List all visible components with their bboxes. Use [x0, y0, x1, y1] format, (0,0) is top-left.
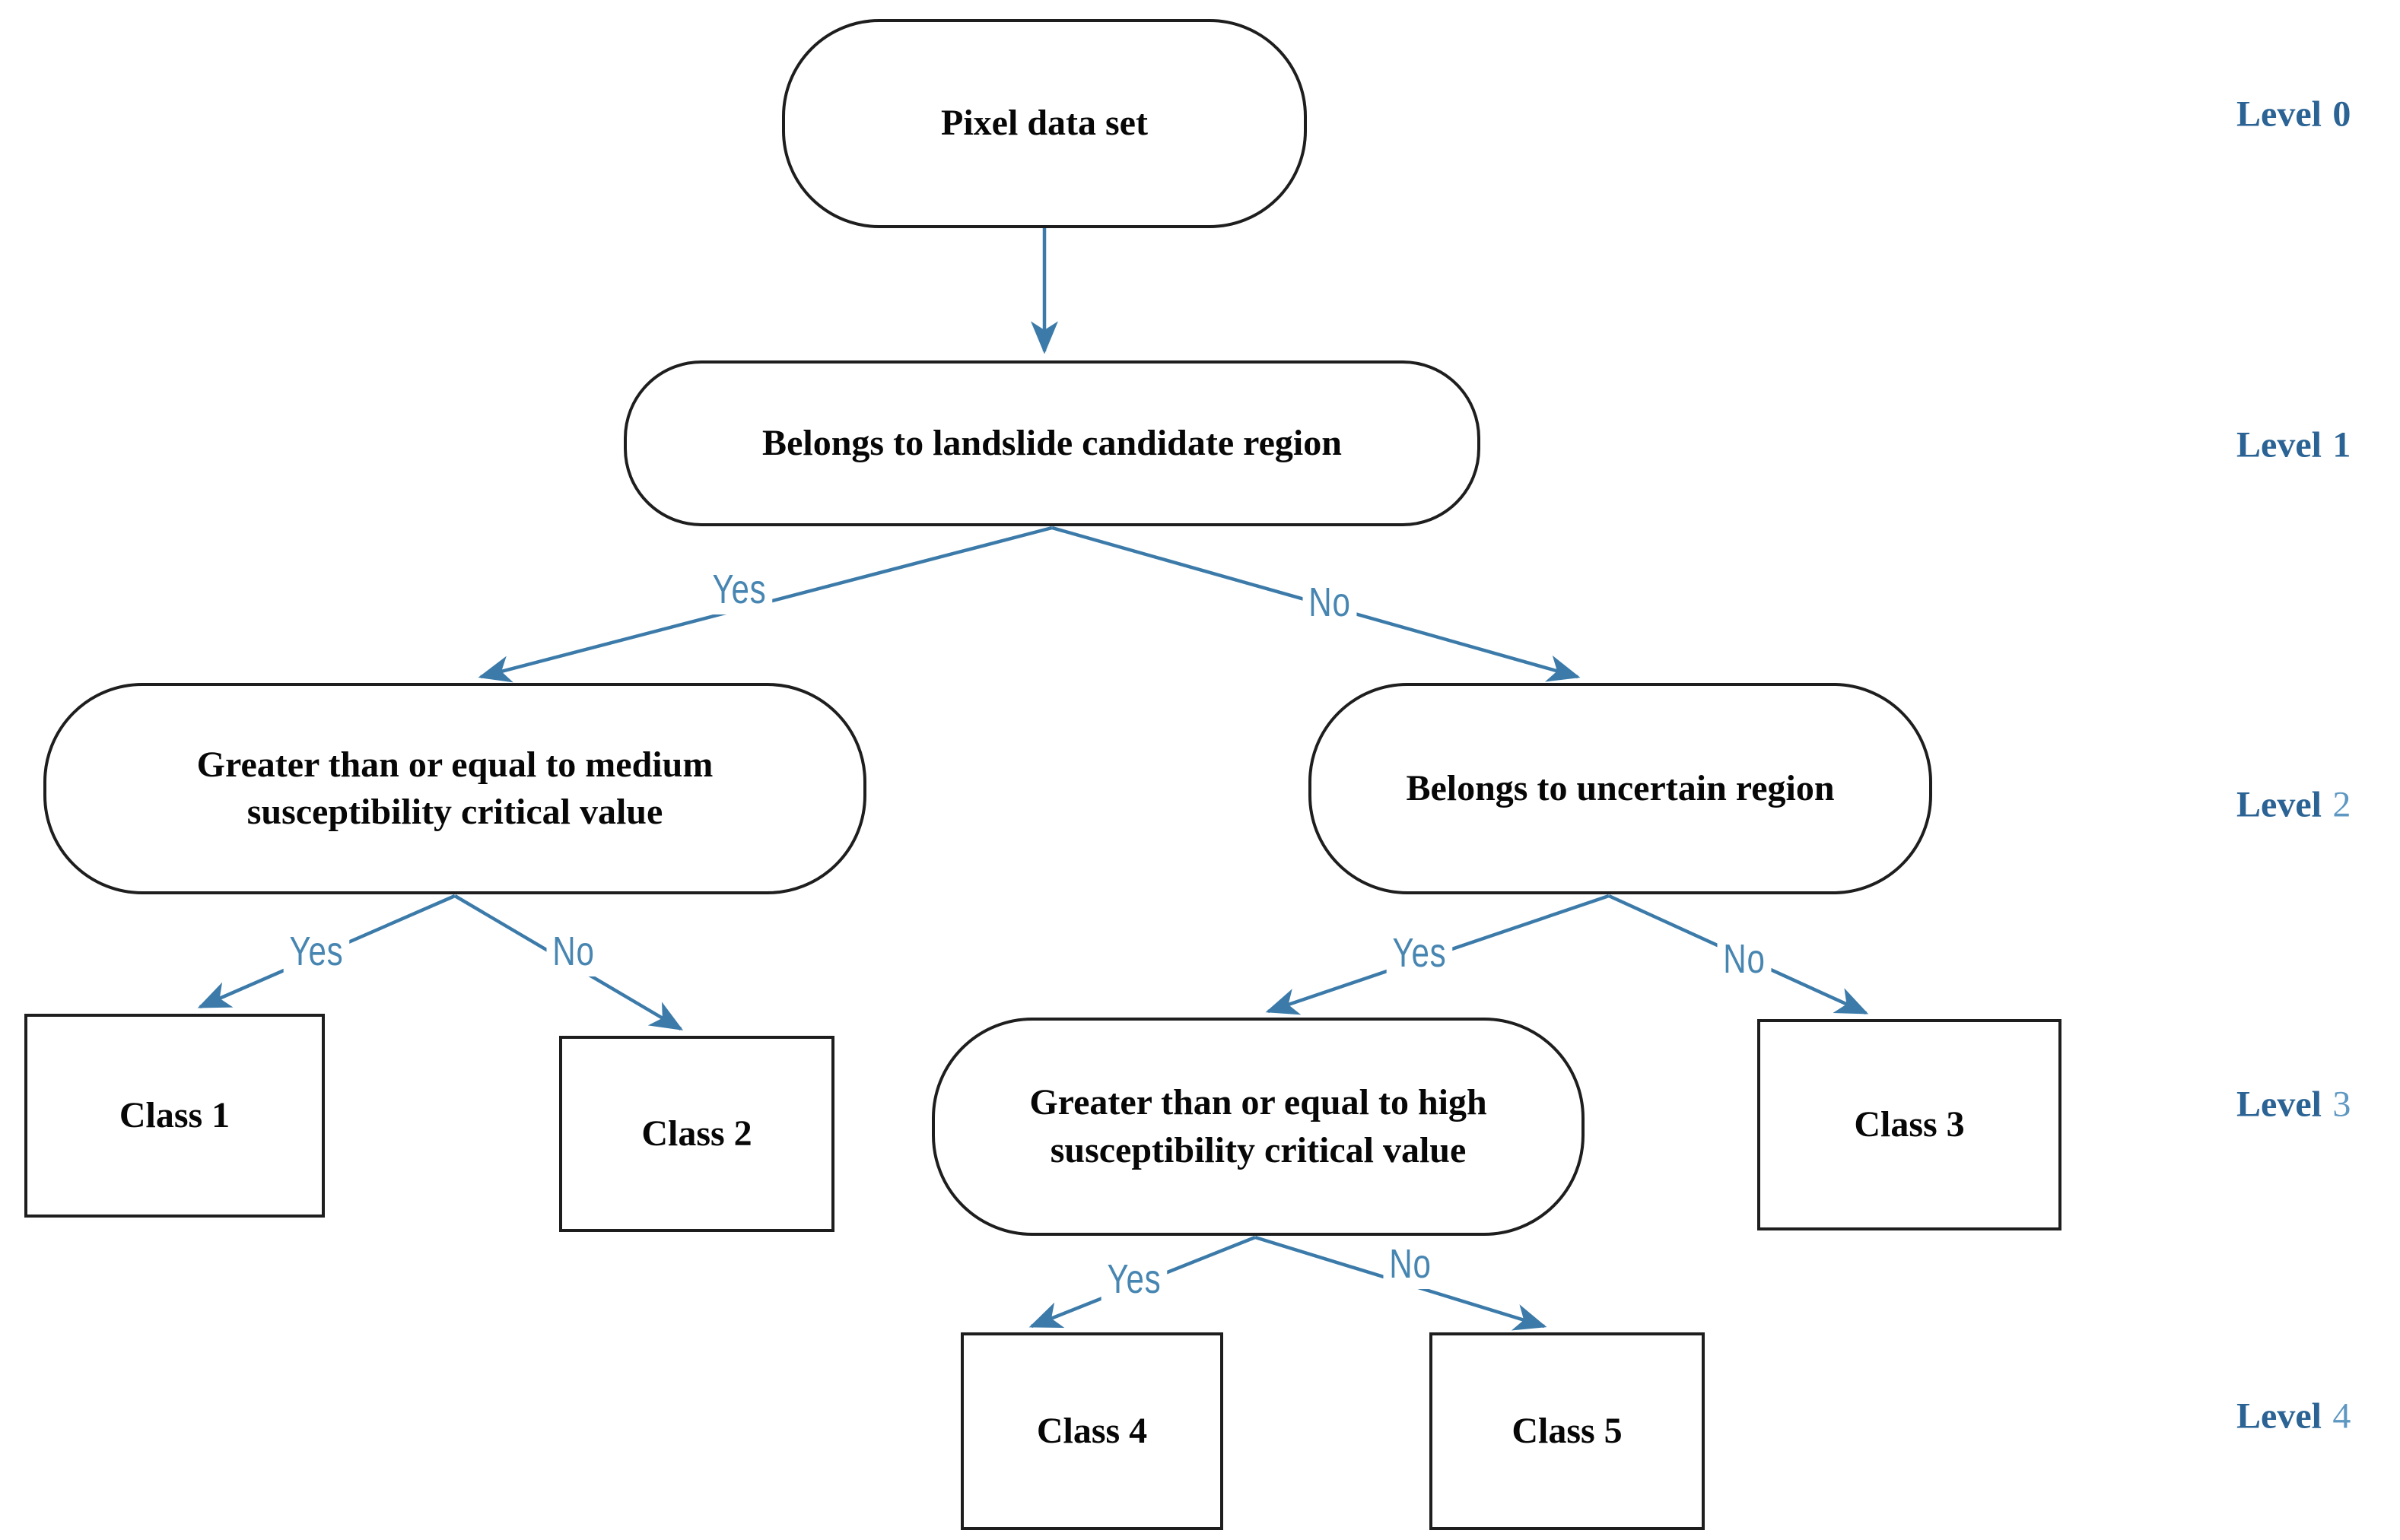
- node-pixel-data-set-label: Pixel data set: [941, 103, 1148, 144]
- node-high-susceptibility: Greater than or equal to high susceptibi…: [932, 1018, 1585, 1236]
- edge-label-landslide-no: No: [1295, 577, 1364, 627]
- node-class-3-label: Class 3: [1854, 1103, 1965, 1145]
- node-class-5: Class 5: [1429, 1332, 1705, 1530]
- node-uncertain-region-label: Belongs to uncertain region: [1406, 767, 1835, 808]
- node-class-1-label: Class 1: [119, 1094, 230, 1135]
- node-class-3: Class 3: [1757, 1019, 2061, 1230]
- edge-label-uncertain-no: No: [1709, 934, 1779, 984]
- node-class-2: Class 2: [559, 1036, 834, 1232]
- node-class-4: Class 4: [961, 1332, 1223, 1530]
- node-medium-susceptibility: Greater than or equal to medium suscepti…: [43, 683, 866, 894]
- node-landslide-candidate: Belongs to landslide candidate region: [624, 360, 1480, 526]
- node-class-2-label: Class 2: [641, 1113, 752, 1154]
- node-pixel-data-set: Pixel data set: [782, 19, 1307, 228]
- node-class-4-label: Class 4: [1036, 1410, 1148, 1451]
- edge-label-high-no: No: [1375, 1239, 1445, 1289]
- node-uncertain-region: Belongs to uncertain region: [1308, 683, 1932, 894]
- edge-label-uncertain-yes: Yes: [1377, 928, 1461, 978]
- node-class-5-label: Class 5: [1512, 1410, 1623, 1451]
- node-high-susceptibility-label: Greater than or equal to high susceptibi…: [1029, 1082, 1487, 1170]
- edge-label-medium-no: No: [539, 926, 608, 976]
- edge-label-landslide-yes: Yes: [697, 564, 781, 614]
- edge-label-medium-yes: Yes: [274, 926, 358, 976]
- node-class-1: Class 1: [24, 1014, 325, 1218]
- node-medium-susceptibility-label: Greater than or equal to medium suscepti…: [196, 744, 714, 832]
- edge-label-high-yes: Yes: [1092, 1254, 1176, 1304]
- node-landslide-candidate-label: Belongs to landslide candidate region: [762, 422, 1342, 463]
